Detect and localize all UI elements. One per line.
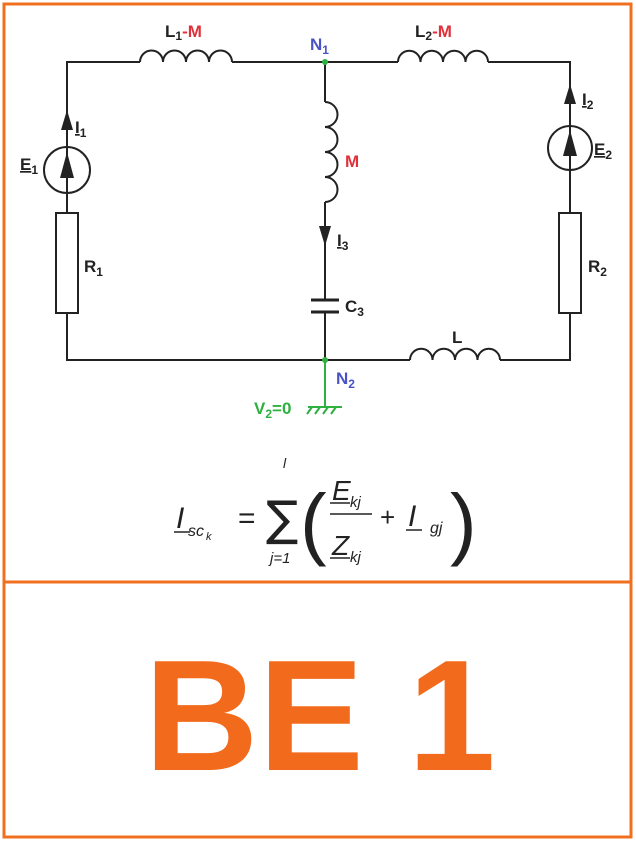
source-arrow-e1 — [60, 152, 74, 178]
label-r2: R2 — [588, 257, 607, 279]
formula-den-sub: kj — [350, 549, 362, 566]
source-arrow-e2 — [563, 130, 577, 156]
resistor-r2 — [558, 212, 582, 314]
label-i2: I2 — [582, 90, 594, 112]
wire-top-left — [66, 61, 571, 213]
ground-icon — [306, 360, 342, 415]
label-n1: N1 — [310, 35, 329, 57]
inductor-m — [324, 101, 339, 203]
formula-lhs: I — [176, 502, 184, 535]
formula-sigma: ∑ — [266, 491, 298, 547]
circuit-diagram: L1-M L2-M N1 M I1 I2 I3 E1 E2 R1 R2 C3 L… — [20, 22, 612, 421]
inductor-l1m — [139, 49, 233, 63]
formula-den: Z — [331, 530, 350, 561]
formula-num: E — [332, 475, 351, 506]
current-arrow-i1 — [61, 110, 73, 130]
formula: I sc k = l ∑ j=1 ( E kj Z kj + I gj ) — [174, 455, 477, 567]
formula-term-sub: gj — [430, 520, 443, 537]
formula-upper: l — [283, 455, 287, 471]
formula-rparen: ) — [450, 478, 477, 567]
card-title: BE 1 — [144, 628, 495, 804]
current-arrow-i2 — [564, 84, 576, 104]
inductor-l2m — [397, 49, 489, 63]
label-m: M — [345, 152, 359, 171]
label-l1m: L1-M — [165, 22, 202, 43]
label-l: L — [452, 328, 462, 347]
formula-term: I — [408, 500, 416, 533]
formula-equals: = — [238, 502, 256, 535]
formula-lhs-subsub: k — [206, 531, 212, 543]
label-l2m: L2-M — [415, 22, 452, 43]
resistor-r1 — [55, 212, 79, 314]
label-c3: C3 — [345, 297, 364, 319]
formula-plus: + — [380, 502, 395, 532]
formula-lhs-sub: sc — [188, 523, 204, 540]
label-i1: I1 — [75, 118, 87, 140]
formula-num-sub: kj — [350, 494, 362, 511]
inductor-l — [409, 347, 501, 361]
current-arrow-i3 — [319, 226, 331, 246]
label-i3: I3 — [337, 231, 349, 253]
label-r1: R1 — [84, 257, 103, 279]
formula-lower: j=1 — [268, 550, 290, 567]
label-n2: N2 — [336, 369, 355, 391]
label-ground: V2=0 — [254, 399, 291, 421]
node-n1-dot — [322, 59, 328, 65]
wire-bottom — [66, 313, 571, 361]
label-e1: E1 — [20, 155, 38, 177]
label-e2: E2 — [594, 140, 612, 162]
formula-lparen: ( — [300, 478, 327, 567]
